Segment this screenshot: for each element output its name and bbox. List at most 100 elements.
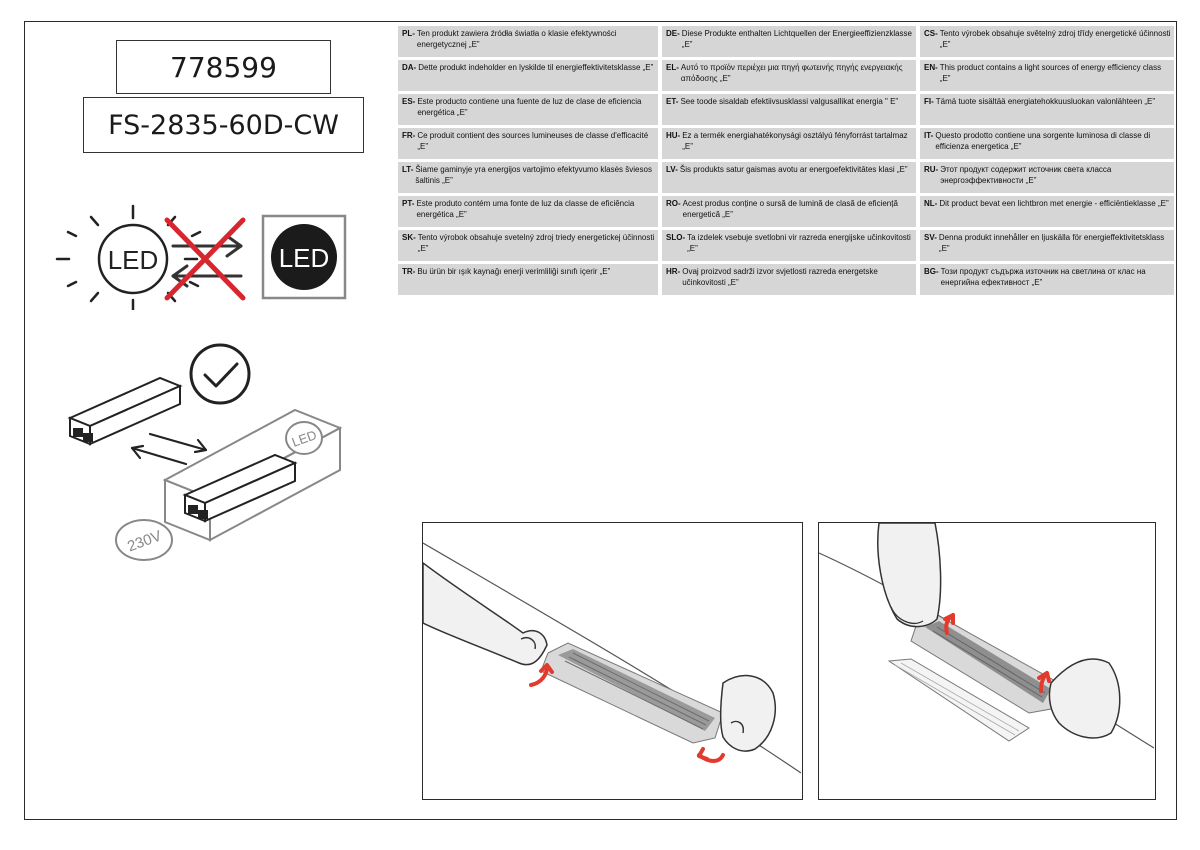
energy-table-cell: PT-Este produto contém uma fonte de luz … bbox=[398, 196, 658, 227]
hand-bottom-icon bbox=[1048, 658, 1121, 739]
energy-table-cell: HR-Ovaj proizvod sadrži izvor svjetlosti… bbox=[662, 264, 916, 295]
lift-arrow-right-icon bbox=[697, 747, 725, 763]
installation-photo-right bbox=[818, 522, 1156, 800]
product-code: 778599 bbox=[170, 50, 277, 84]
page-frame bbox=[24, 21, 1177, 820]
energy-table-cell: DA-Dette produkt indeholder en lyskilde … bbox=[398, 60, 658, 91]
energy-class-text: Αυτό το προϊόν περιέχει μια πηγή φωτεινή… bbox=[680, 63, 903, 83]
energy-class-text: Tento výrobok obsahuje svetelný zdroj tr… bbox=[417, 233, 655, 253]
energy-table-cell: TR-Bu ürün bir ışık kaynağı enerji verim… bbox=[398, 264, 658, 295]
language-code: HU- bbox=[666, 131, 681, 140]
language-code: EN- bbox=[924, 63, 938, 72]
hand-left-icon bbox=[423, 562, 548, 666]
energy-table-cell: NL-Dit product bevat een lichtbron met e… bbox=[920, 196, 1174, 227]
driver-unit-left bbox=[67, 376, 183, 446]
language-code: PT- bbox=[402, 199, 415, 208]
energy-table-cell: PL-Ten produkt zawiera źródła światła o … bbox=[398, 26, 658, 57]
led-bulb-icon bbox=[55, 204, 202, 310]
energy-table-cell: RU-Этот продукт содержит источник света … bbox=[920, 162, 1174, 193]
language-code: NL- bbox=[924, 199, 938, 208]
language-code: LV- bbox=[666, 165, 678, 174]
led-icons-row: LED LED bbox=[55, 204, 347, 310]
energy-table-cell: SLO-Ta izdelek vsebuje svetlobni vir raz… bbox=[662, 230, 916, 261]
energy-label-table: PL-Ten produkt zawiera źródła światła o … bbox=[398, 26, 1175, 295]
energy-table-cell: BG-Този продукт съдържа източник на свет… bbox=[920, 264, 1174, 295]
led-profile-strip bbox=[540, 642, 724, 744]
hand-right-icon bbox=[719, 674, 776, 752]
lift-arrow-bottom-icon bbox=[1037, 671, 1051, 693]
energy-table-cell: LV-Šis produkts satur gaismas avotu ar e… bbox=[662, 162, 916, 193]
language-code: DE- bbox=[666, 29, 680, 38]
language-code: RU- bbox=[924, 165, 939, 174]
language-code: SK- bbox=[402, 233, 416, 242]
energy-class-text: Ovaj proizvod sadrži izvor svjetlosti ra… bbox=[682, 267, 878, 287]
lift-arrow-left-icon bbox=[529, 663, 554, 687]
energy-table-cell: EL-Αυτό το προϊόν περιέχει μια πηγή φωτε… bbox=[662, 60, 916, 91]
recess-groove bbox=[887, 658, 1030, 742]
product-code-box: 778599 bbox=[116, 40, 331, 94]
energy-class-text: Bu ürün bir ışık kaynağı enerji verimlil… bbox=[417, 267, 611, 276]
led-profile-strip-right bbox=[910, 614, 1060, 714]
hand-top-icon bbox=[877, 523, 942, 628]
energy-table-cell: CS-Tento výrobek obsahuje světelný zdroj… bbox=[920, 26, 1174, 57]
language-code: DA- bbox=[402, 63, 417, 72]
energy-table-cell: HU-Ez a termék energiahatékonysági osztá… bbox=[662, 128, 916, 159]
energy-class-text: Ta izdelek vsebuje svetlobni vir razreda… bbox=[687, 233, 911, 253]
language-code: ET- bbox=[666, 97, 679, 106]
language-code: IT- bbox=[924, 131, 934, 140]
energy-table-cell: LT-Šiame gaminyje yra energijos vartojim… bbox=[398, 162, 658, 193]
energy-table-cell: RO-Acest produs conține o sursă de lumin… bbox=[662, 196, 916, 227]
language-code: BG- bbox=[924, 267, 939, 276]
driver-led-icon bbox=[285, 421, 323, 455]
energy-class-text: See toode sisaldab efektiivsusklassi val… bbox=[680, 97, 899, 106]
language-code: ES- bbox=[402, 97, 416, 106]
energy-class-text: Этот продукт содержит источник света кла… bbox=[940, 165, 1112, 185]
language-code: SV- bbox=[924, 233, 937, 242]
energy-class-text: Ten produkt zawiera źródła światła o kla… bbox=[416, 29, 617, 49]
voltage-icon bbox=[115, 519, 173, 561]
energy-class-text: Tämä tuote sisältää energiatehokkuusluok… bbox=[935, 97, 1156, 106]
product-model-box: FS-2835-60D-CW bbox=[83, 97, 364, 153]
language-code: HR- bbox=[666, 267, 681, 276]
no-replace-icon bbox=[164, 217, 246, 301]
driver-replace-diagram: LED 230V bbox=[67, 343, 343, 561]
energy-class-text: Този продукт съдържа източник на светлин… bbox=[940, 267, 1146, 287]
language-code: EL- bbox=[666, 63, 679, 72]
energy-table-cell: IT-Questo prodotto contiene una sorgente… bbox=[920, 128, 1174, 159]
energy-class-text: Este producto contiene una fuente de luz… bbox=[417, 97, 642, 117]
energy-table-cell: FI-Tämä tuote sisältää energiatehokkuusl… bbox=[920, 94, 1174, 125]
energy-class-text: Dit product bevat een lichtbron met ener… bbox=[939, 199, 1169, 208]
energy-class-text: Dette produkt indeholder en lyskilde til… bbox=[418, 63, 654, 72]
installation-photo-left bbox=[422, 522, 803, 800]
energy-class-text: Este produto contém uma fonte de luz da … bbox=[416, 199, 635, 219]
energy-class-text: Ce produit contient des sources lumineus… bbox=[417, 131, 649, 151]
energy-table-cell: FR-Ce produit contient des sources lumin… bbox=[398, 128, 658, 159]
language-code: FI- bbox=[924, 97, 934, 106]
energy-table-cell: ES-Este producto contiene una fuente de … bbox=[398, 94, 658, 125]
energy-class-text: Šis produkts satur gaismas avotu ar ener… bbox=[679, 165, 908, 174]
language-code: RO- bbox=[666, 199, 681, 208]
energy-class-text: Ez a termék energiahatékonysági osztályú… bbox=[682, 131, 908, 151]
energy-class-text: This product contains a light sources of… bbox=[939, 63, 1162, 83]
language-code: SLO- bbox=[666, 233, 686, 242]
energy-table-cell: ET-See toode sisaldab efektiivsusklassi … bbox=[662, 94, 916, 125]
language-code: TR- bbox=[402, 267, 416, 276]
energy-table-cell: SV-Denna produkt innehåller en ljuskälla… bbox=[920, 230, 1174, 261]
check-icon bbox=[189, 343, 251, 405]
lift-arrow-top-icon bbox=[943, 613, 955, 635]
driver-unit-right bbox=[182, 453, 298, 523]
led-filled-icon bbox=[271, 224, 337, 290]
language-code: FR- bbox=[402, 131, 416, 140]
energy-class-text: Questo prodotto contiene una sorgente lu… bbox=[935, 131, 1151, 151]
energy-class-text: Diese Produkte enthalten Lichtquellen de… bbox=[681, 29, 912, 49]
energy-class-text: Tento výrobek obsahuje světelný zdroj tř… bbox=[939, 29, 1171, 49]
led-bulb-label: LED bbox=[108, 245, 159, 275]
energy-class-text: Acest produs conține o sursă de lumină d… bbox=[682, 199, 898, 219]
energy-class-text: Šiame gaminyje yra energijos vartojimo e… bbox=[415, 165, 652, 185]
swap-arrows-icon bbox=[130, 432, 208, 466]
language-code: CS- bbox=[924, 29, 938, 38]
energy-table-cell: DE-Diese Produkte enthalten Lichtquellen… bbox=[662, 26, 916, 57]
language-code: LT- bbox=[402, 165, 414, 174]
led-filled-label: LED bbox=[279, 243, 330, 273]
product-model: FS-2835-60D-CW bbox=[108, 109, 339, 141]
